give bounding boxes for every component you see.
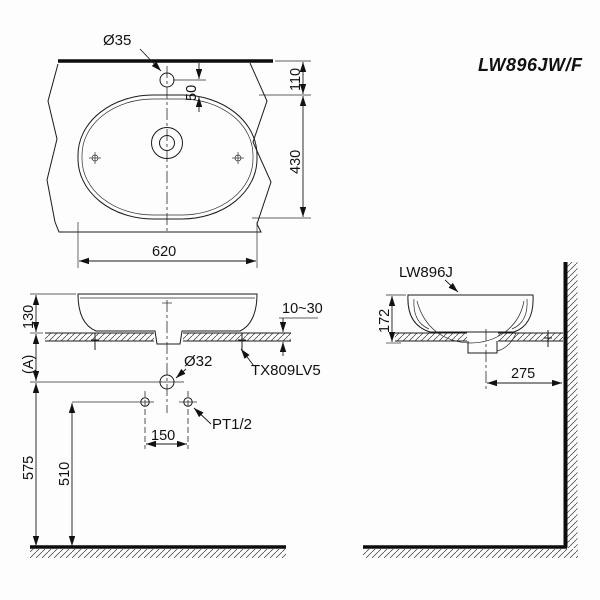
dim-counter-to-drain: (A) [21,355,37,374]
drain-hole [159,135,175,151]
dim-floor-to-drain: 575 [21,456,37,480]
basin-profile-front [77,293,258,345]
label-supply-thread: PT1/2 [212,416,252,433]
dim-faucet-hole-dia: Ø35 [103,32,131,49]
overflow-hole-left [89,152,101,164]
dim-wall-to-rim: 110 [288,68,304,91]
dim-hole-to-rim: 50 [184,85,200,101]
dim-drain-dia: Ø32 [184,353,212,370]
supply-hole-right [179,391,197,449]
floor-hatch-right [363,549,578,558]
label-drain-fitting: TX809LV5 [251,362,321,379]
side-section-view: LW896J 172 275 [363,262,578,558]
counter-outline-plan [46,62,272,233]
wall-hatch [567,262,578,548]
dim-rim-above-counter: 130 [21,305,37,329]
dim-counter-thickness: 10~30 [282,301,323,317]
drain-recess [151,127,183,159]
dim-drain-to-wall: 275 [511,366,535,382]
front-elevation-view: 130 (A) 575 510 150 Ø32 PT1/2 [21,293,323,558]
dim-floor-to-supply: 510 [57,462,73,486]
drain-flange-side [467,341,498,354]
drain-pipe-section [159,374,175,390]
dim-supply-spacing: 150 [151,428,175,444]
supply-hole-left [136,391,154,449]
top-view: Ø35 50 110 430 620 [46,32,311,268]
leader-drain-fitting [240,348,255,367]
dim-basin-width: 620 [152,244,176,260]
wall-line-side [563,262,568,548]
counter-section-side [395,332,563,342]
overflow-hole-right [232,152,244,164]
counter-section-front [45,332,291,342]
leader-drain-dia [175,368,187,379]
drawing-title: LW896JW/F [478,55,583,75]
dim-basin-height: 172 [377,309,393,333]
label-product-model: LW896J [399,264,453,281]
leader-product-model [444,279,459,293]
basin-rim-inner [81,98,254,216]
fixing-bolt-side [544,330,552,347]
bowl-inner-curve [416,300,525,344]
leader-supply-thread [193,407,212,425]
basin-profile-side [407,294,534,333]
leader-faucet-hole [139,48,162,72]
floor-hatch-left [30,549,286,558]
basin-rim-outer [77,94,258,220]
dim-basin-depth: 430 [288,150,304,174]
